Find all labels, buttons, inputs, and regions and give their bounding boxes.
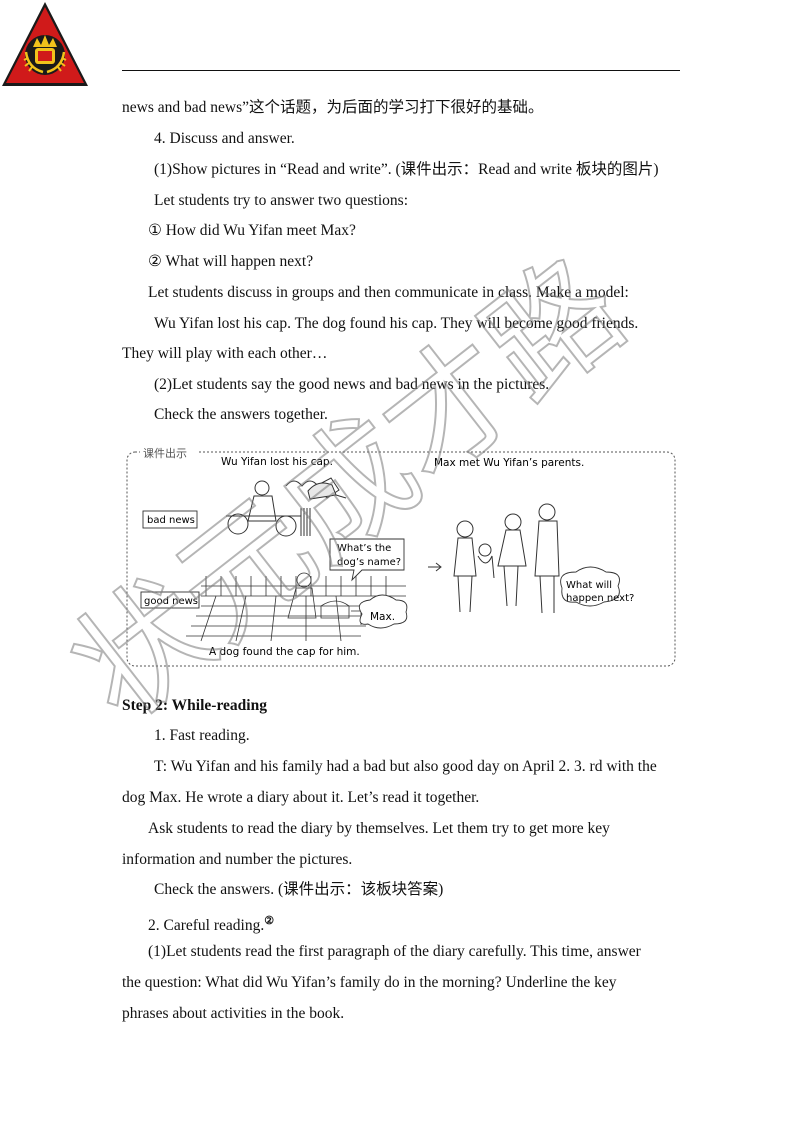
- text-line-content: 2. Careful reading.: [148, 917, 265, 935]
- bubble-next-line1: What will: [566, 580, 612, 591]
- text-line: Check the answers. (课件出示：该板块答案): [154, 880, 443, 900]
- text-line-content: ② What will happen next?: [148, 253, 314, 270]
- text-line: Let students discuss in groups and then …: [148, 283, 629, 303]
- text-line: (2)Let students say the good news and ba…: [154, 375, 549, 395]
- text-line-content: the question: What did Wu Yifan’s family…: [122, 974, 617, 991]
- section-heading: Step 2: While-reading: [122, 696, 267, 716]
- text-line: dog Max. He wrote a diary about it. Let’…: [122, 788, 479, 808]
- text-line-content: ① How did Wu Yifan meet Max?: [148, 222, 356, 239]
- text-line: T: Wu Yifan and his family had a bad but…: [154, 757, 657, 777]
- text-line-content: Step 2: While-reading: [122, 697, 267, 714]
- good-news-label: good news: [144, 596, 198, 607]
- crest-logo: [2, 2, 88, 86]
- caption-lost-cap: Wu Yifan lost his cap.: [221, 456, 333, 468]
- text-line: (1)Show pictures in “Read and write”. (课…: [154, 160, 659, 180]
- text-line-content: phrases about activities in the book.: [122, 1005, 345, 1022]
- text-line: ① How did Wu Yifan meet Max?: [148, 221, 356, 241]
- footnote-marker: ②: [264, 915, 275, 927]
- text-line-content: (1)Let students read the first paragraph…: [148, 943, 641, 960]
- text-line: (1)Let students read the first paragraph…: [148, 942, 641, 962]
- bubble-question-line2: dog’s name?: [337, 557, 401, 568]
- cap-drawing: [307, 482, 347, 500]
- header-rule: [122, 70, 680, 71]
- text-line: Check the answers together.: [154, 405, 328, 425]
- text-line-content: dog Max. He wrote a diary about it. Let’…: [122, 789, 480, 806]
- text-line-content: information and number the pictures.: [122, 851, 353, 868]
- text-line-content: Let students try to answer two questions…: [154, 192, 408, 209]
- bubble-question-line1: What’s the: [337, 543, 391, 554]
- text-line: news and bad news”这个话题，为后面的学习打下很好的基础。: [122, 98, 543, 118]
- text-line-content: Check the answers together.: [154, 406, 328, 423]
- courseware-illustration: 课件出示 Wu Yifan lost his cap. Max met Wu Y…: [126, 446, 676, 667]
- text-line-content: Check the answers. (课件出示：该板块答案): [154, 881, 444, 898]
- text-line: Ask students to read the diary by themse…: [148, 819, 610, 839]
- text-line-content: (2)Let students say the good news and ba…: [154, 376, 550, 393]
- bubble-next-line2: happen next?: [566, 593, 634, 604]
- bad-news-label: bad news: [147, 515, 195, 526]
- text-line-content: 4. Discuss and answer.: [154, 130, 295, 147]
- text-line-content: Ask students to read the diary by themse…: [148, 820, 610, 837]
- arrow-icon: [428, 562, 442, 572]
- text-line: They will play with each other…: [122, 344, 327, 364]
- text-line: ② What will happen next?: [148, 252, 313, 272]
- family-with-dog-drawing: [453, 503, 560, 614]
- text-line: 4. Discuss and answer.: [154, 129, 295, 149]
- text-line: the question: What did Wu Yifan’s family…: [122, 973, 617, 993]
- text-line: 1. Fast reading.: [154, 726, 250, 746]
- text-line: Wu Yifan lost his cap. The dog found his…: [154, 314, 638, 334]
- text-line-content: They will play with each other…: [122, 345, 328, 362]
- text-line-content: Let students discuss in groups and then …: [148, 284, 629, 301]
- text-line-content: (1)Show pictures in “Read and write”. (课…: [154, 161, 659, 178]
- text-line: information and number the pictures.: [122, 850, 352, 870]
- text-line-content: T: Wu Yifan and his family had a bad but…: [154, 758, 657, 775]
- figure-frame-label: 课件出示: [143, 446, 187, 460]
- text-line: 2. Careful reading.②: [148, 911, 274, 936]
- text-line-content: 1. Fast reading.: [154, 727, 250, 744]
- caption-max-met-parents: Max met Wu Yifan’s parents.: [434, 457, 584, 469]
- text-line: Let students try to answer two questions…: [154, 191, 408, 211]
- park-scene-drawing: [186, 572, 406, 642]
- text-line-content: Wu Yifan lost his cap. The dog found his…: [154, 315, 639, 332]
- text-line: phrases about activities in the book.: [122, 1004, 344, 1024]
- text-line-content: news and bad news”这个话题，为后面的学习打下很好的基础。: [122, 99, 544, 116]
- caption-dog-found-cap: A dog found the cap for him.: [209, 646, 360, 658]
- boy-on-bike-drawing: [226, 477, 340, 537]
- bubble-answer: Max.: [370, 611, 395, 623]
